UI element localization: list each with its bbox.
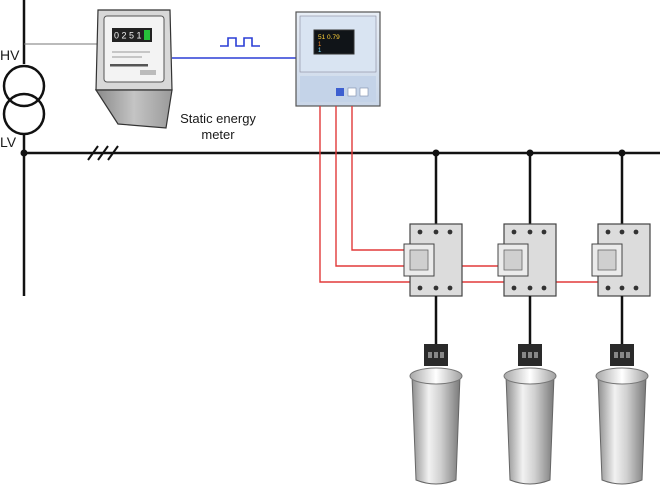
transformer-symbol bbox=[2, 64, 46, 136]
three-phase-marker bbox=[87, 145, 119, 161]
capacitor-3 bbox=[595, 344, 649, 485]
meter-counter: 0 2 5 1 1 bbox=[114, 31, 149, 41]
controller-display-line1: 51 0.79 bbox=[318, 34, 340, 41]
feeder-lines bbox=[434, 153, 624, 226]
capacitor-feeds bbox=[434, 296, 624, 344]
capacitor-2 bbox=[503, 344, 557, 485]
energy-meter: 0 2 5 1 1 bbox=[94, 9, 173, 129]
pulse-signal-icon bbox=[220, 37, 260, 47]
contactor-2 bbox=[497, 223, 557, 297]
contactor-3 bbox=[591, 223, 651, 297]
pf-controller: 51 0.79 1 1 bbox=[295, 11, 381, 107]
feeder-junctions bbox=[432, 149, 626, 157]
controller-display-line2: 1 bbox=[318, 42, 322, 48]
capacitor-1 bbox=[409, 344, 463, 485]
control-wires bbox=[319, 106, 598, 283]
hv-label: HV bbox=[0, 47, 20, 63]
meter-label-line1: Static energy bbox=[180, 111, 256, 126]
lv-label: LV bbox=[0, 134, 17, 150]
contactor-1 bbox=[403, 223, 463, 297]
controller-display-line3: 1 bbox=[318, 48, 322, 54]
bus-junction bbox=[20, 149, 28, 157]
controller-button-1 bbox=[336, 88, 344, 96]
controller-button-3 bbox=[359, 87, 369, 97]
meter-label-line2: meter bbox=[201, 127, 235, 142]
controller-button-2 bbox=[347, 87, 357, 97]
